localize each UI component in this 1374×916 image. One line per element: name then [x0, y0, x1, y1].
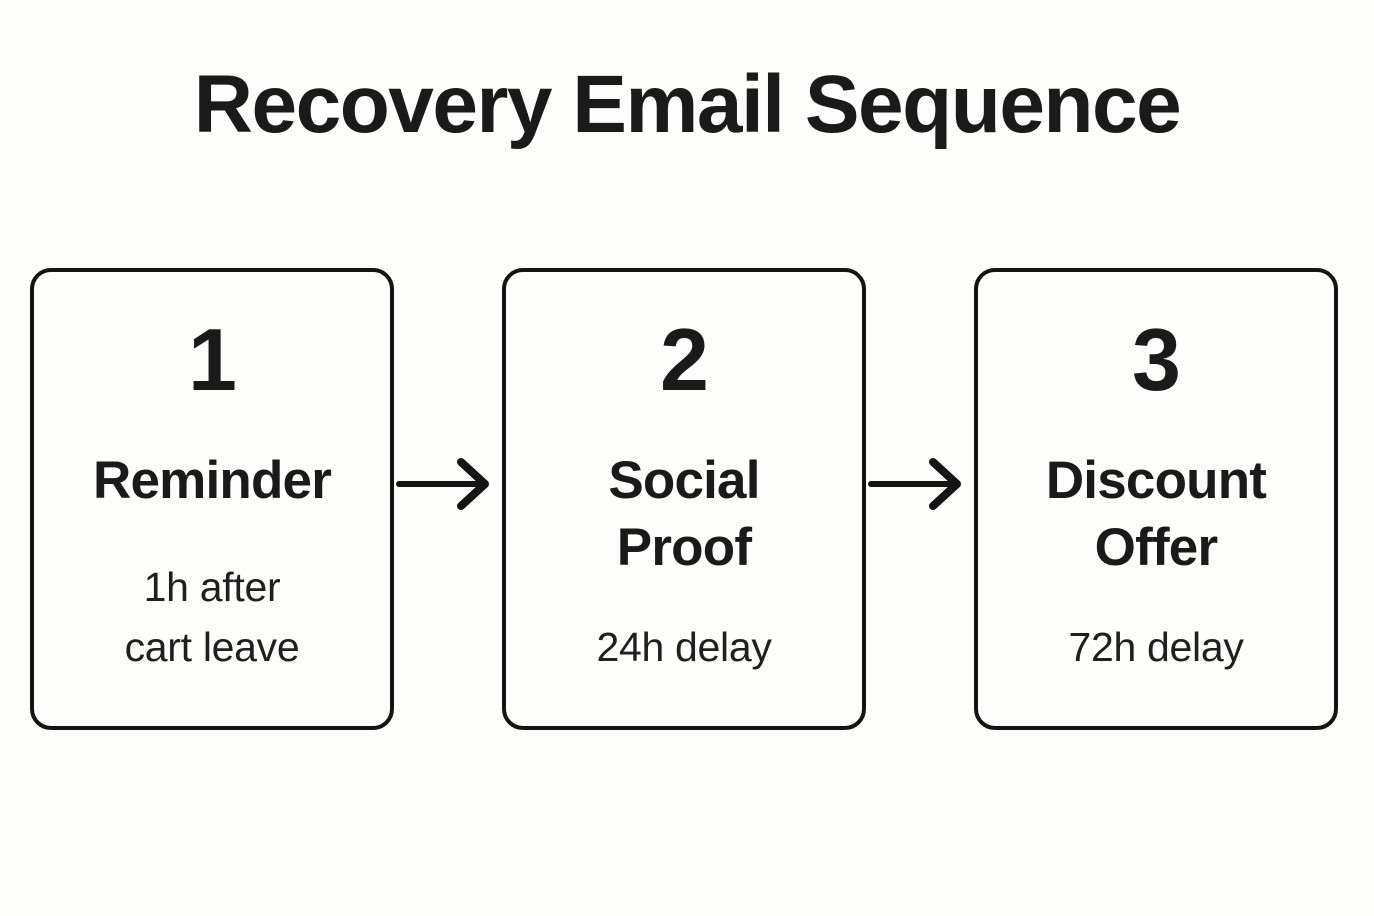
step-title-1-line-1: Reminder: [92, 451, 332, 510]
step-caption-2: 24h delay: [506, 617, 862, 678]
step-title-2-line-1: Social: [608, 451, 760, 510]
step-title-3-line-1: Discount: [1045, 451, 1267, 510]
connector-step1-to-step2: [393, 455, 511, 513]
step-number-3: 3: [1132, 310, 1181, 409]
step-title-2: Social Proof: [594, 448, 773, 582]
step-number-1: 1: [188, 310, 237, 409]
connector-step2-to-step3: [865, 455, 983, 513]
step-caption-1: 1h after cart leave: [34, 557, 390, 678]
step-sequence: 1 Reminder 1h after cart leave 2 Social …: [30, 268, 1338, 730]
step-title-3: Discount Offer: [1032, 448, 1280, 582]
step-caption-3: 72h delay: [978, 617, 1334, 678]
step-title-2-line-2: Proof: [616, 517, 752, 577]
step-card-1[interactable]: 1 Reminder 1h after cart leave: [30, 268, 394, 730]
step-card-2[interactable]: 2 Social Proof 24h delay: [502, 268, 866, 730]
step-title-3-line-2: Offer: [1094, 517, 1218, 577]
step-caption-2-line-1: 24h delay: [596, 624, 772, 671]
arrow-right-icon: [868, 458, 961, 510]
arrow-right-icon: [396, 458, 489, 510]
step-caption-3-line-1: 72h delay: [1068, 624, 1244, 671]
page-title: Recovery Email Sequence: [193, 59, 1182, 150]
step-title-1: Reminder: [79, 448, 345, 515]
step-caption-1-line-2: cart leave: [124, 624, 300, 671]
step-number-2: 2: [660, 310, 709, 409]
step-caption-1-line-1: 1h after: [143, 563, 281, 610]
step-card-3[interactable]: 3 Discount Offer 72h delay: [974, 268, 1338, 730]
